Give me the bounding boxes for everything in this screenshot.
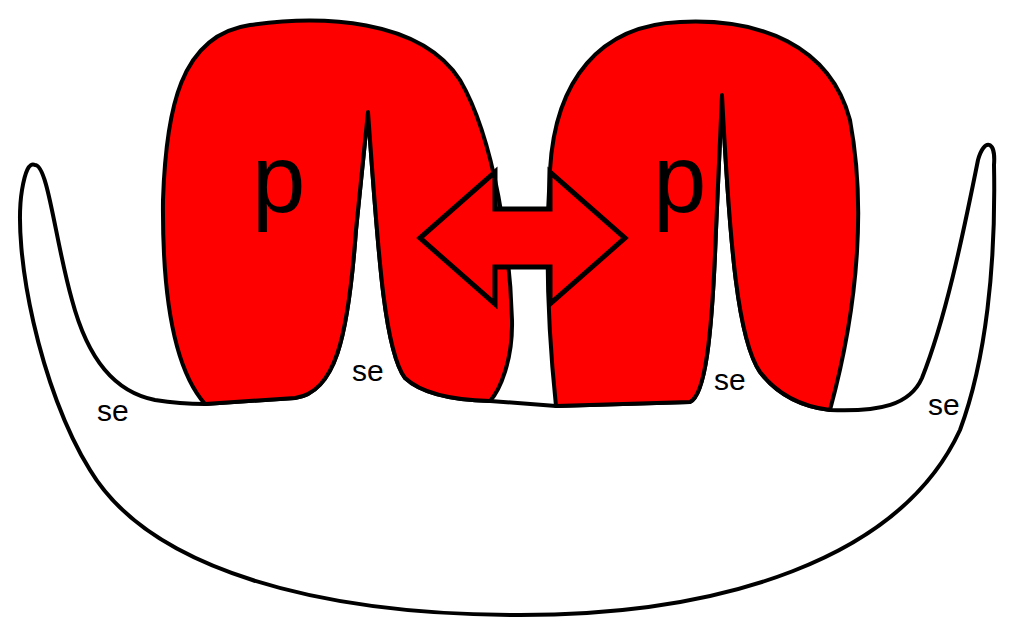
petal-shape <box>158 15 516 410</box>
petal-fill <box>548 22 859 410</box>
node-label: p <box>252 131 305 227</box>
part-label: se <box>928 390 960 420</box>
petal-primordium: p <box>158 15 516 410</box>
petal-fill <box>163 21 512 404</box>
part-label: se <box>714 365 746 395</box>
part-label: se <box>352 356 384 386</box>
node-label: p <box>653 131 706 227</box>
part-label: se <box>97 396 129 426</box>
petal-primordium: p <box>540 15 868 415</box>
